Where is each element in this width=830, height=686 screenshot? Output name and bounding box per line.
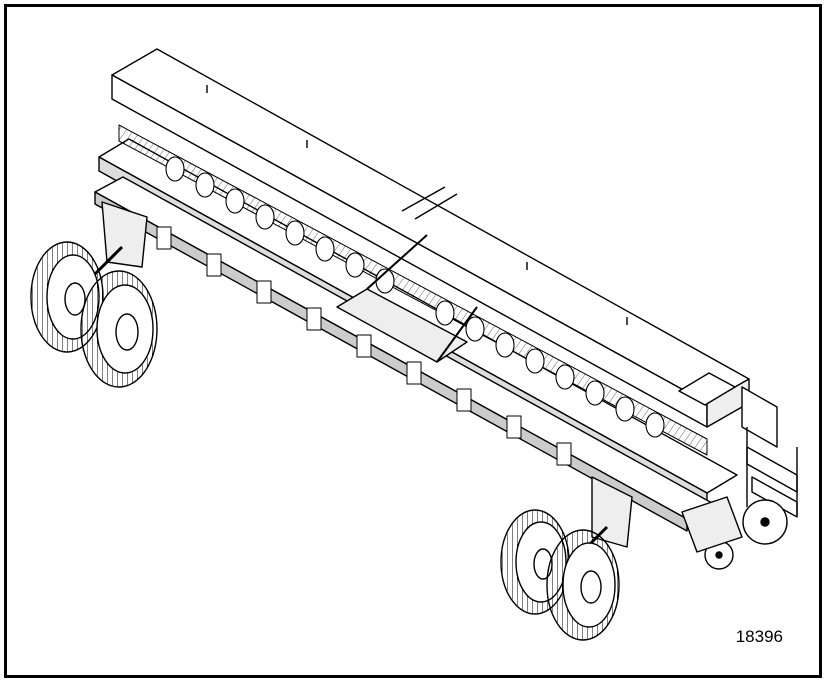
tire-wheel-icon [500,509,620,641]
figure-frame: 18396 [4,4,822,678]
figure-number: 18396 [735,627,783,646]
ladder-step-icon [741,386,798,518]
tire-wheel-icon [30,241,158,388]
seed-drill-illustration [30,48,798,641]
disc-opener-icon [165,156,665,438]
drive-sprocket [681,496,788,570]
opener-shank-row [156,226,572,466]
